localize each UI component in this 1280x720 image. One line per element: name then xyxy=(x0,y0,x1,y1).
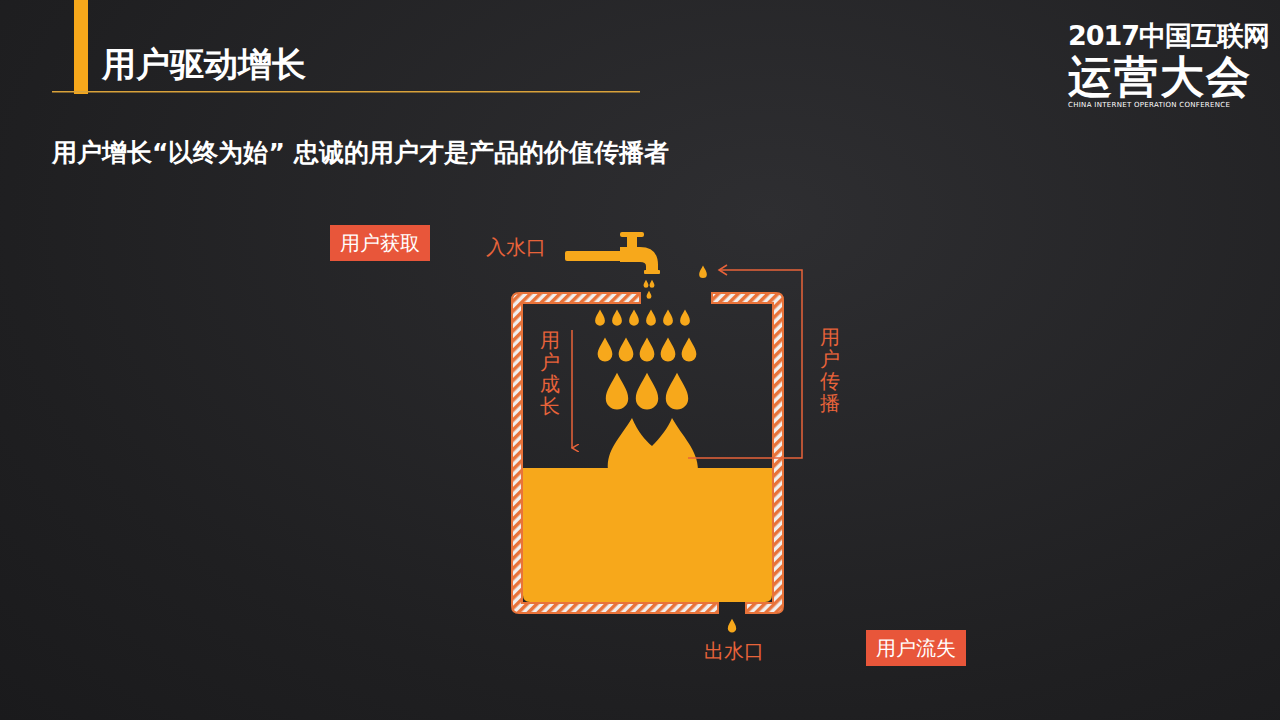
inlet-label: 入水口 xyxy=(486,234,546,261)
outlet-label: 出水口 xyxy=(704,638,764,665)
stage-label: 用户获取 xyxy=(340,231,420,255)
spread-label: 用户传播 xyxy=(820,326,840,414)
water xyxy=(523,468,772,602)
spread-arrow xyxy=(688,270,802,458)
growth-arrow xyxy=(571,330,573,448)
stage-label: 用户流失 xyxy=(876,636,956,660)
subtitle: 用户增长“以终为始” 忠诚的用户才是产品的价值传播者 xyxy=(52,136,669,169)
stage-box: 用户获取 xyxy=(330,225,430,261)
logo-text: 运营大会 xyxy=(1068,48,1252,107)
title-bar xyxy=(74,0,88,94)
arrowhead xyxy=(719,265,727,275)
tank: 用户成长 xyxy=(512,293,783,613)
vertical-label: 用户成长 xyxy=(540,329,560,417)
slide-title: 用户驱动增长 xyxy=(102,42,306,88)
faucet xyxy=(565,232,660,274)
stage-box: 用户流失 xyxy=(866,630,966,666)
drops xyxy=(595,265,736,632)
title-underline xyxy=(52,91,640,93)
logo-text: 2017中国互联网 xyxy=(1068,18,1269,54)
logo-subtext: CHINA INTERNET OPERATION CONFERENCE xyxy=(1068,101,1230,109)
